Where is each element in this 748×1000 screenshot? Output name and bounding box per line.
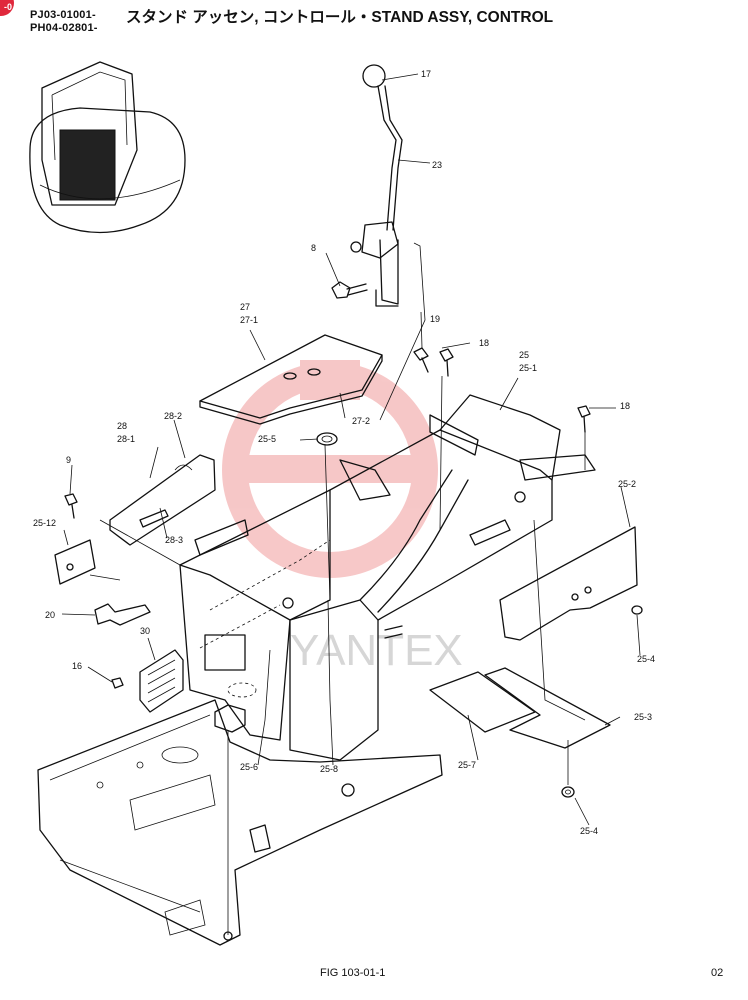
grille-30 [139, 649, 184, 713]
cover-plate-27 [199, 334, 383, 425]
watermark-text: YANTEX [290, 626, 463, 675]
part-label: 23 [432, 160, 442, 170]
part-label: 19 [430, 314, 440, 324]
bracket-25-6 [214, 704, 246, 733]
corner-badge: -0 [0, 0, 14, 16]
part-label: 25-5 [258, 434, 276, 444]
serial-range-2: PH04-02801- [30, 22, 98, 34]
part-label: 25-2 [618, 479, 636, 489]
part-label: 25-4 [637, 654, 655, 664]
part-label: 27-1 [240, 315, 258, 325]
panel-25-3 [484, 667, 611, 749]
bracket-28 [109, 454, 216, 546]
part-label: 25 [519, 350, 529, 360]
part-label: 30 [140, 626, 150, 636]
page-title: スタンド アッセン, コントロール・STAND ASSY, CONTROL [126, 9, 554, 26]
part-label: 25-12 [33, 518, 56, 528]
part-label: 25-7 [458, 760, 476, 770]
plate-25-12 [54, 539, 96, 585]
page-number: 02 [711, 967, 724, 979]
seal-25-5 [316, 432, 338, 446]
excavator-thumbnail [29, 61, 186, 234]
part-label: 28-3 [165, 535, 183, 545]
part-label: 28-2 [164, 411, 182, 421]
part-label: 20 [45, 610, 55, 620]
part-label: 18 [620, 401, 630, 411]
part-label: 25-6 [240, 762, 258, 772]
part-label: 17 [421, 69, 431, 79]
leader-lines [61, 73, 641, 935]
bracket-20 [94, 603, 151, 626]
serial-range-1: PJ03-01001- [30, 9, 96, 21]
part-label: 27-2 [352, 416, 370, 426]
part-label: 16 [72, 661, 82, 671]
part-label: 9 [66, 455, 71, 465]
panel-25-7 [429, 671, 536, 733]
part-label: 8 [311, 243, 316, 253]
part-label: 25-1 [519, 363, 537, 373]
panel-25-2 [499, 526, 638, 641]
part-label: 25-3 [634, 712, 652, 722]
part-label: 18 [479, 338, 489, 348]
stand-frame-25 [179, 394, 596, 761]
part-label: 25-4 [580, 826, 598, 836]
part-label: 28 [117, 421, 127, 431]
part-labels: 17 23 8 19 18 25 25-1 18 27 27-1 27-2 25… [33, 69, 655, 836]
bolts-18-19 [64, 347, 591, 519]
figure-number: FIG 103-01-1 [320, 967, 386, 979]
floor-plate [37, 699, 443, 946]
part-label: 28-1 [117, 434, 135, 444]
control-lever [350, 64, 403, 307]
bolt-8 [331, 281, 368, 299]
part-label: 27 [240, 302, 250, 312]
part-label: 25-8 [320, 764, 338, 774]
